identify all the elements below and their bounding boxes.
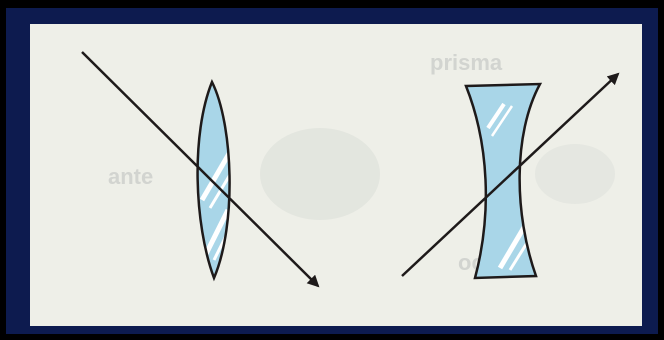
- paper-background: ante prisma ocio: [30, 24, 642, 326]
- bleed-through-shape: [535, 144, 615, 204]
- lens-diagram: [30, 24, 642, 326]
- bleed-through-shape: [260, 128, 380, 220]
- convex-lens: [198, 82, 234, 278]
- figure-frame: ante prisma ocio: [6, 8, 658, 334]
